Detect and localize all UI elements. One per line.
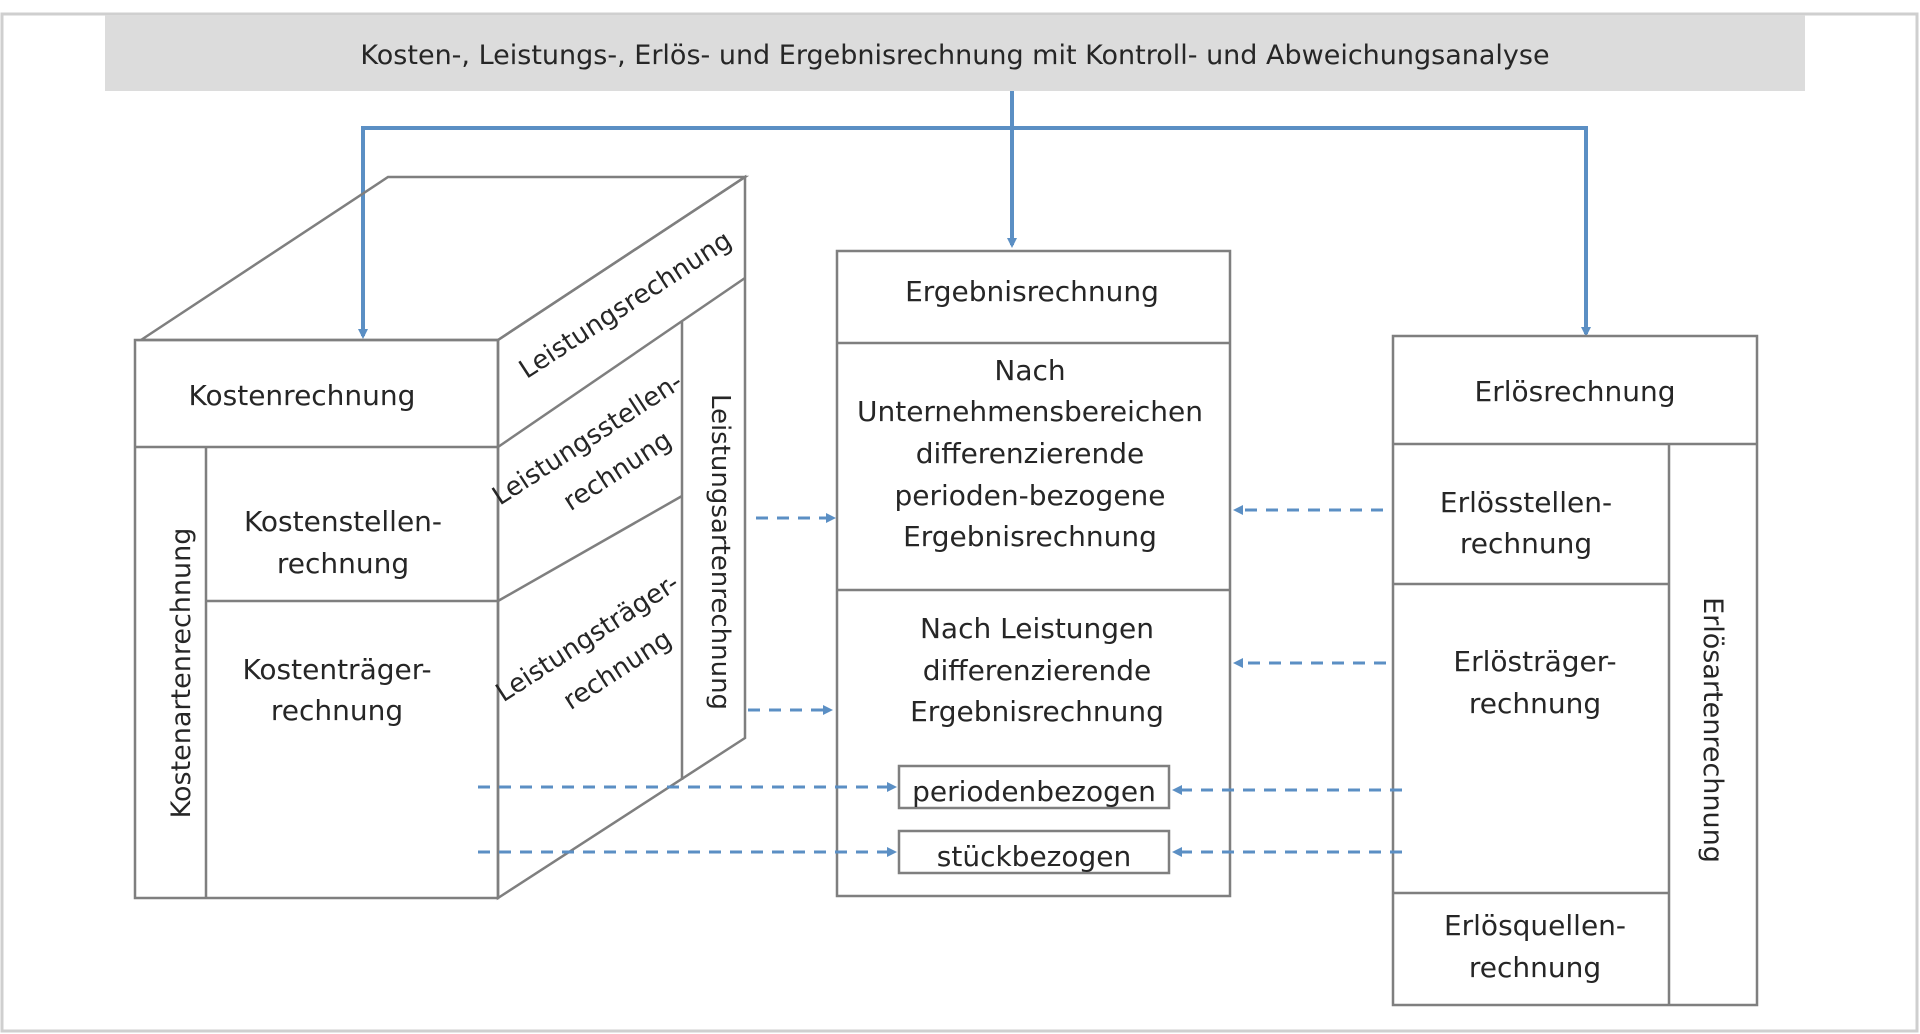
- cost-object-line2: rechnung: [271, 694, 403, 727]
- revenue-object-line1: Erlösträger-: [1453, 645, 1616, 678]
- cost-object-line1: Kostenträger-: [242, 653, 431, 686]
- revenue-center-line2: rechnung: [1460, 527, 1592, 560]
- result-service-line2: differenzierende: [923, 654, 1152, 687]
- unit-box-label: stückbezogen: [937, 840, 1132, 873]
- result-title: Ergebnisrechnung: [905, 275, 1159, 308]
- result-area-line1: Nach: [994, 354, 1065, 387]
- result-area-line4: perioden-bezogene: [894, 479, 1165, 512]
- header-title: Kosten-, Leistungs-, Erlös- und Ergebnis…: [360, 40, 1549, 71]
- outer-frame: [0, 12, 1919, 1033]
- dashed-flow-arrows: [478, 505, 1402, 857]
- revenue-source-line1: Erlösquellen-: [1444, 909, 1626, 942]
- unit-box: [897, 829, 1171, 875]
- cost-type-vertical-label: Kostenartenrechnung: [166, 528, 197, 819]
- performance-type-vertical-label: Leistungsartenrechnung: [705, 394, 735, 710]
- revenue-title: Erlösrechnung: [1475, 375, 1676, 408]
- revenue-box: [1391, 334, 1759, 1007]
- period-box: [897, 764, 1171, 810]
- result-area-line5: Ergebnisrechnung: [903, 520, 1157, 553]
- revenue-center-line1: Erlösstellen-: [1440, 486, 1612, 519]
- revenue-object-line2: rechnung: [1469, 687, 1601, 720]
- header-band: [105, 15, 1805, 91]
- revenue-source-line2: rechnung: [1469, 951, 1601, 984]
- cost-cube: [133, 174, 750, 901]
- revenue-type-vertical-label: Erlösartenrechnung: [1697, 597, 1728, 863]
- period-box-label: periodenbezogen: [912, 775, 1156, 808]
- result-service-line1: Nach Leistungen: [920, 612, 1154, 645]
- cost-center-line2: rechnung: [277, 547, 409, 580]
- cost-title: Kostenrechnung: [189, 379, 416, 412]
- distribution-arrows: [358, 91, 1591, 339]
- result-box: [835, 249, 1232, 898]
- result-area-line3: differenzierende: [916, 437, 1145, 470]
- cost-center-line1: Kostenstellen-: [244, 505, 442, 538]
- result-service-line3: Ergebnisrechnung: [910, 695, 1164, 728]
- result-area-line2: Unternehmensbereichen: [857, 395, 1203, 428]
